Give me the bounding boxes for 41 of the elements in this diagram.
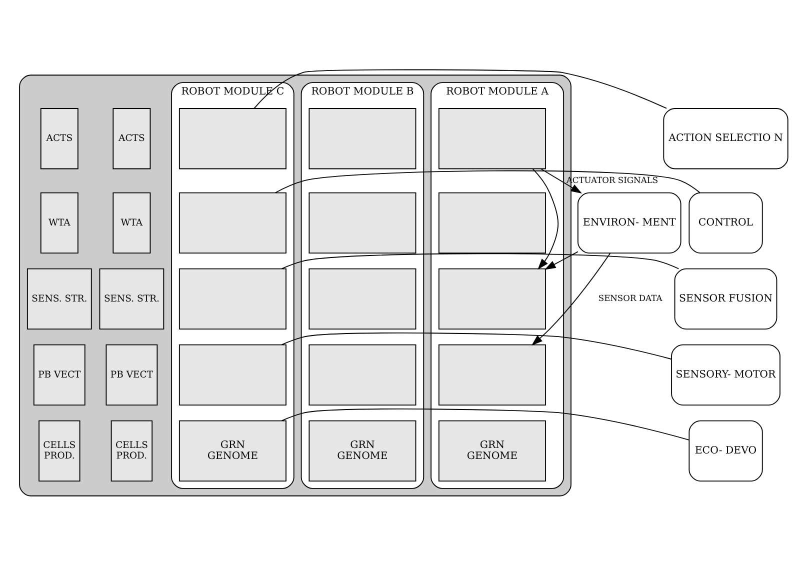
node-box: SENSOR FUSION: [674, 268, 778, 330]
node-box: ENVIRON- MENT: [577, 192, 682, 254]
node-box: SENSORY- MOTOR: [671, 344, 780, 406]
node-box: [308, 192, 416, 254]
node-box: [178, 192, 286, 254]
node-box: [438, 192, 546, 254]
node-box: [438, 268, 546, 330]
node-box: SENS. STR.: [99, 268, 164, 330]
node-box: [308, 108, 416, 169]
node-box: SENS. STR.: [26, 268, 92, 330]
arrow: [532, 252, 611, 345]
node-box: ECO- DEVO: [688, 420, 763, 482]
node-box: [438, 108, 546, 169]
connector: [281, 252, 680, 269]
connector: [274, 170, 700, 193]
node-box: WTA: [40, 192, 78, 254]
node-box: GRN GENOME: [178, 420, 286, 482]
edge-label: SENSOR DATA: [598, 292, 662, 302]
node-box: [308, 268, 416, 330]
arrow: [532, 168, 559, 270]
node-box: GRN GENOME: [308, 420, 416, 482]
arrow: [540, 168, 582, 194]
node-box: ACTS: [112, 108, 151, 169]
node-box: PB VECT: [106, 344, 158, 406]
node-box: [178, 268, 286, 330]
node-box: [178, 344, 286, 406]
node-box: ACTS: [40, 108, 78, 169]
node-box: [438, 344, 546, 406]
connector: [254, 68, 667, 108]
connector: [281, 408, 690, 440]
node-box: CELLS PROD.: [38, 420, 80, 482]
node-box: PB VECT: [33, 344, 86, 406]
arrow: [544, 250, 578, 270]
node-box: CELLS PROD.: [110, 420, 153, 482]
node-box: ACTION SELECTIO N: [663, 108, 788, 169]
node-box: [178, 108, 286, 169]
connector: [281, 332, 672, 360]
node-box: CONTROL: [688, 192, 763, 254]
node-box: [308, 344, 416, 406]
node-box: GRN GENOME: [438, 420, 546, 482]
node-box: WTA: [112, 192, 151, 254]
